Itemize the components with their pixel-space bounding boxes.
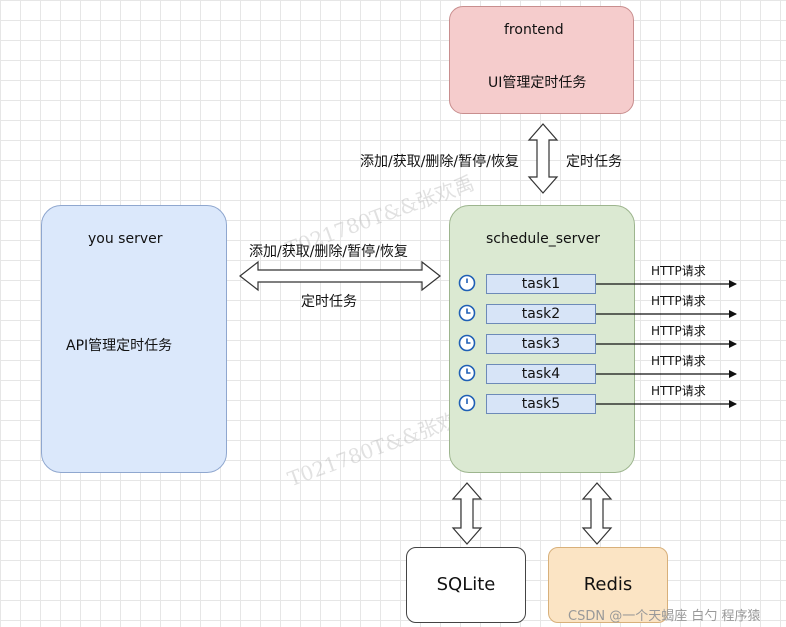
timer-label-mid: 定时任务 — [301, 294, 357, 310]
frontend-title: frontend — [504, 22, 564, 38]
http-request-label: HTTP请求 — [651, 324, 706, 338]
timer-label-top: 定时任务 — [566, 154, 622, 170]
http-request-label: HTTP请求 — [651, 354, 706, 368]
task-box: task5 — [486, 394, 596, 414]
task-box: task1 — [486, 274, 596, 294]
task-box: task4 — [486, 364, 596, 384]
clock-icon — [458, 394, 476, 412]
task-box: task3 — [486, 334, 596, 354]
double-arrow-schedule-redis — [581, 482, 613, 545]
http-request-label: HTTP请求 — [651, 264, 706, 278]
http-request-label: HTTP请求 — [651, 384, 706, 398]
redis-label: Redis — [583, 574, 633, 595]
sqlite-node — [406, 547, 526, 623]
clock-icon — [458, 364, 476, 382]
clock-icon — [458, 304, 476, 322]
http-request-label: HTTP请求 — [651, 294, 706, 308]
schedule-server-title: schedule_server — [486, 231, 601, 247]
double-arrow-schedule-sqlite — [451, 482, 483, 545]
you-server-title: you server — [88, 231, 163, 247]
you-server-node — [41, 205, 227, 473]
frontend-subtitle: UI管理定时任务 — [488, 75, 587, 91]
you-server-subtitle: API管理定时任务 — [66, 338, 173, 354]
frontend-node — [449, 6, 634, 114]
sqlite-label: SQLite — [436, 574, 496, 595]
ops-label-top: 添加/获取/删除/暂停/恢复 — [360, 154, 519, 170]
double-arrow-youserver-schedule — [239, 260, 441, 292]
credit-watermark: CSDN @一个天蝎座 白勺 程序猿 — [568, 609, 761, 624]
double-arrow-frontend-schedule — [527, 123, 559, 194]
ops-label-mid: 添加/获取/删除/暂停/恢复 — [249, 244, 408, 260]
clock-icon — [458, 274, 476, 292]
redis-node — [548, 547, 668, 623]
task-box: task2 — [486, 304, 596, 324]
clock-icon — [458, 334, 476, 352]
